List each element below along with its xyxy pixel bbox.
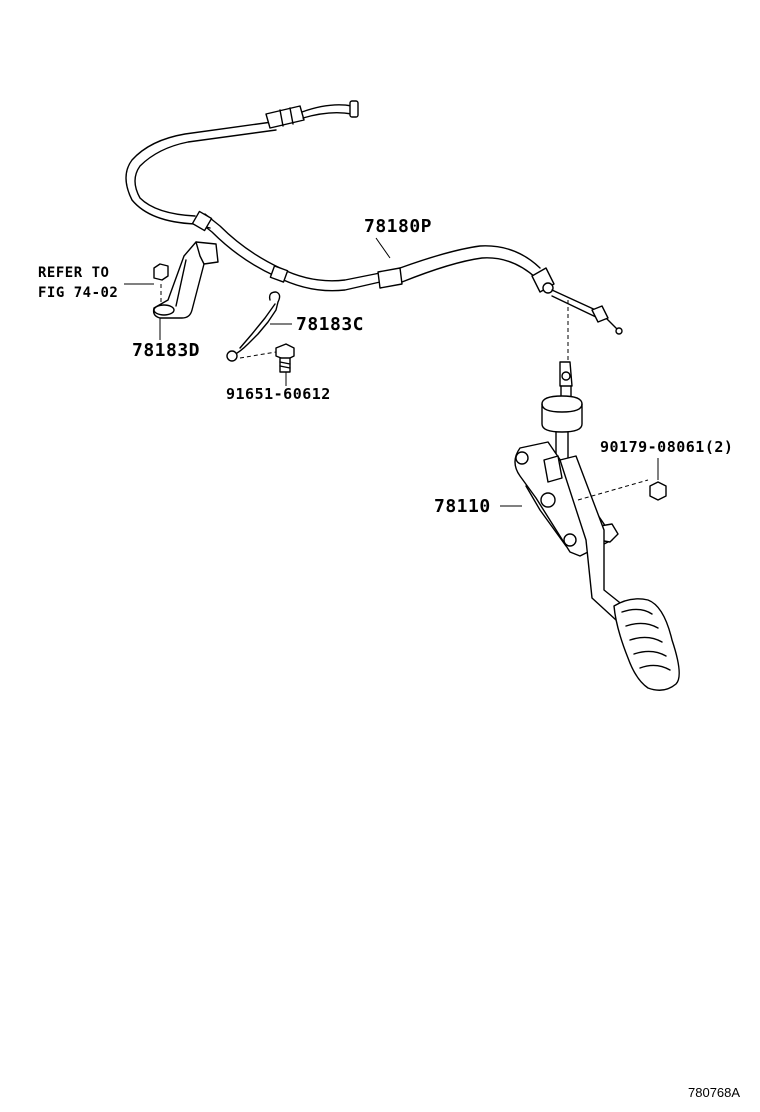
figure-code: 780768A <box>688 1085 741 1100</box>
label-nut[interactable]: 90179-08061(2) <box>600 438 734 456</box>
pedal-nut <box>577 479 667 501</box>
label-bolt[interactable]: 91651-60612 <box>226 385 331 403</box>
refer-note-line1: REFER TO <box>38 265 110 281</box>
refer-note-line2: FIG 74-02 <box>38 285 119 301</box>
bolt <box>275 343 295 373</box>
refer-nut <box>153 263 169 304</box>
accelerator-pedal-assembly <box>514 361 680 691</box>
label-pedal-assembly[interactable]: 78110 <box>434 496 491 517</box>
label-accel-cable[interactable]: 78180P <box>364 216 433 237</box>
cable-bracket <box>152 241 219 319</box>
label-cable-clamp-c[interactable]: 78183C <box>296 314 365 335</box>
leader-lines <box>124 237 659 507</box>
cable-clamp <box>226 291 281 362</box>
accelerator-cable <box>125 100 623 335</box>
label-cable-bracket-d[interactable]: 78183D <box>132 340 201 361</box>
